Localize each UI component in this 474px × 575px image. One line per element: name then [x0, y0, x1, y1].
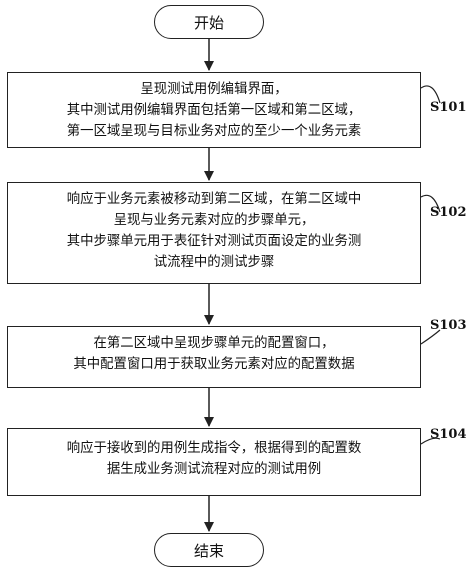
s102-line-4: 试流程中的测试步骤	[153, 255, 275, 270]
s103-line-1: 在第二区域中呈现步骤单元的配置窗口，	[93, 336, 335, 351]
end-terminal: 结束	[154, 533, 264, 567]
process-box-s104: 响应于接收到的用例生成指令，根据得到的配置数 据生成业务测试流程对应的测试用例	[7, 428, 421, 496]
s102-line-2: 呈现与业务元素对应的步骤单元，	[113, 213, 315, 228]
step-id-s103: S103	[430, 318, 467, 333]
s103-line-2: 其中配置窗口用于获取业务元素对应的配置数据	[73, 357, 355, 372]
leader-s104	[420, 437, 441, 445]
end-label: 结束	[193, 541, 224, 560]
process-box-s103: 在第二区域中呈现步骤单元的配置窗口， 其中配置窗口用于获取业务元素对应的配置数据	[7, 326, 421, 388]
s101-line-3: 第一区域呈现与目标业务对应的至少一个业务元素	[66, 124, 362, 139]
process-box-s101: 呈现测试用例编辑界面， 其中测试用例编辑界面包括第一区域和第二区域， 第一区域呈…	[7, 72, 421, 148]
start-label: 开始	[193, 13, 224, 32]
leader-s103	[420, 329, 441, 345]
s104-line-2: 据生成业务测试流程对应的测试用例	[106, 462, 322, 477]
s102-line-1: 响应于业务元素被移动到第二区域，在第二区域中	[66, 192, 362, 207]
step-id-s101: S101	[430, 100, 467, 115]
s102-line-3: 其中步骤单元用于表征针对测试页面设定的业务测	[66, 234, 362, 249]
leader-s102	[420, 194, 441, 213]
start-terminal: 开始	[154, 5, 264, 39]
process-box-s102: 响应于业务元素被移动到第二区域，在第二区域中 呈现与业务元素对应的步骤单元， 其…	[7, 182, 421, 284]
step-id-s104: S104	[430, 427, 467, 442]
step-id-s102: S102	[430, 205, 467, 220]
s104-line-1: 响应于接收到的用例生成指令，根据得到的配置数	[66, 441, 362, 456]
s101-line-2: 其中测试用例编辑界面包括第一区域和第二区域，	[66, 103, 362, 118]
s101-line-1: 呈现测试用例编辑界面，	[140, 82, 288, 97]
leader-s101	[420, 85, 441, 104]
